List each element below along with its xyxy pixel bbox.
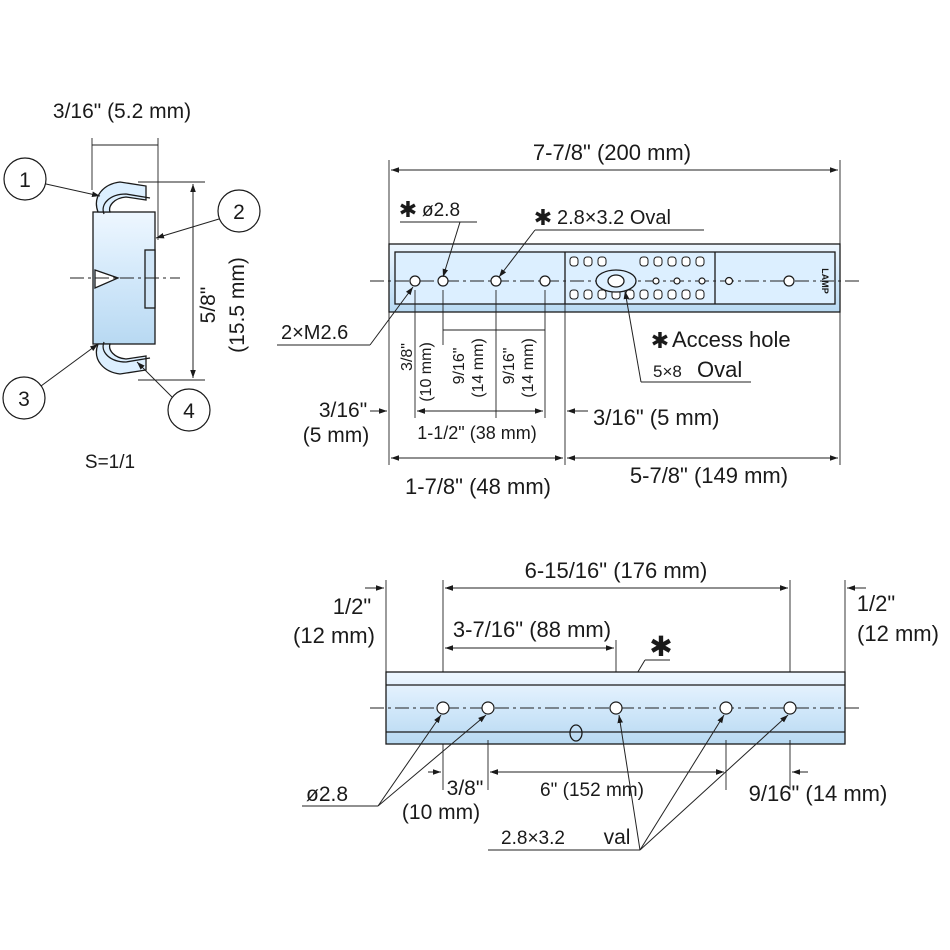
section-width-dim: 3/16" (5.2 mm) — [53, 100, 191, 123]
top-view: 7-7/8" (200 mm) — [277, 140, 860, 499]
mount-hole-3 — [539, 275, 551, 287]
oval-note: 2.8×3.2 Oval — [557, 207, 671, 229]
callout-4: 4 — [136, 361, 211, 432]
access-note-2-size: 5×8 — [653, 362, 682, 381]
bottom-hole-2 — [481, 701, 495, 715]
bottom-hole-3 — [609, 701, 623, 715]
svg-text:2: 2 — [233, 201, 245, 224]
rail-profile — [70, 181, 180, 375]
bottom-hole-5 — [783, 701, 797, 715]
scale-label: S=1/1 — [85, 452, 135, 473]
hole-diameter-note: ø2.8 — [422, 200, 460, 221]
left-end-in: 1/2" — [333, 594, 371, 619]
callout-3: 3 — [2, 343, 99, 420]
star-3: ✱ — [651, 328, 669, 353]
svg-text:3: 3 — [18, 388, 30, 411]
access-note-2-word: Oval — [697, 357, 742, 382]
access-note-1: Access hole — [672, 327, 791, 352]
right-pitch: 9/16" (14 mm) — [749, 781, 888, 806]
bottom-hole-4 — [719, 701, 733, 715]
left-offset-in: 3/16" — [319, 399, 367, 422]
right-end-mm: (12 mm) — [857, 621, 939, 646]
mid-pitch: 6" (152 mm) — [540, 780, 644, 801]
pitch-14b-in: 9/16" — [501, 348, 518, 385]
mount-hole-1 — [437, 275, 449, 287]
mount-hole-2 — [490, 275, 502, 287]
svg-text:1: 1 — [19, 169, 31, 192]
top-rail: LAMP — [370, 243, 860, 313]
access-hole — [595, 269, 637, 293]
star-1: ✱ — [399, 197, 417, 222]
pitch-14a-in: 9/16" — [451, 348, 468, 385]
right-offset: 3/16" (5 mm) — [593, 405, 719, 430]
segment-48: 1-7/8" (48 mm) — [405, 474, 551, 499]
pitch-14b-mm: (14 mm) — [520, 338, 537, 398]
rail-slot-teeth — [569, 256, 705, 300]
bottom-oval-size: 2.8×3.2 — [501, 828, 565, 849]
pitch-14a-mm: (14 mm) — [470, 338, 487, 398]
bottom-oval — [569, 724, 583, 742]
callout-2: 2 — [155, 189, 261, 239]
bottom-star: ✱ — [649, 631, 672, 662]
left-end-mm: (12 mm) — [293, 623, 375, 648]
pitch-10-mm: (10 mm) — [418, 342, 435, 402]
left-pitch-in: 3/8" — [447, 777, 484, 800]
screw-hole-1 — [409, 275, 421, 287]
top-overall-dim: 7-7/8" (200 mm) — [533, 140, 691, 165]
bottom-rail — [370, 671, 860, 745]
left-pitch-mm: (10 mm) — [402, 801, 480, 824]
mount-hole-4 — [783, 275, 795, 287]
bottom-view: 6-15/16" (176 mm) 1/2" (12 mm) 1/2" (12 … — [293, 558, 939, 851]
callout-1: 1 — [3, 157, 101, 201]
bottom-hole-note: ø2.8 — [306, 783, 348, 806]
section-view: 3/16" (5.2 mm) 5/8" (15.5 mm) 1 — [2, 100, 261, 473]
bottom-oval-word: val — [604, 826, 631, 849]
right-end-in: 1/2" — [857, 591, 895, 616]
bottom-hole-1 — [436, 701, 450, 715]
segment-149: 5-7/8" (149 mm) — [630, 463, 788, 488]
screw-note: 2×M2.6 — [281, 322, 348, 344]
star-2: ✱ — [534, 205, 552, 230]
rail-logo: LAMP — [820, 268, 830, 294]
svg-text:4: 4 — [183, 400, 195, 423]
left-offset-mm: (5 mm) — [303, 424, 370, 447]
bottom-overall-dim: 6-15/16" (176 mm) — [525, 558, 708, 583]
half-span: 3-7/16" (88 mm) — [453, 617, 611, 642]
pitch-10-in: 3/8" — [399, 343, 416, 371]
span-38: 1-1/2" (38 mm) — [417, 423, 536, 443]
section-height-dim-mm: (15.5 mm) — [226, 257, 249, 353]
section-height-dim-in: 5/8" — [197, 287, 220, 324]
